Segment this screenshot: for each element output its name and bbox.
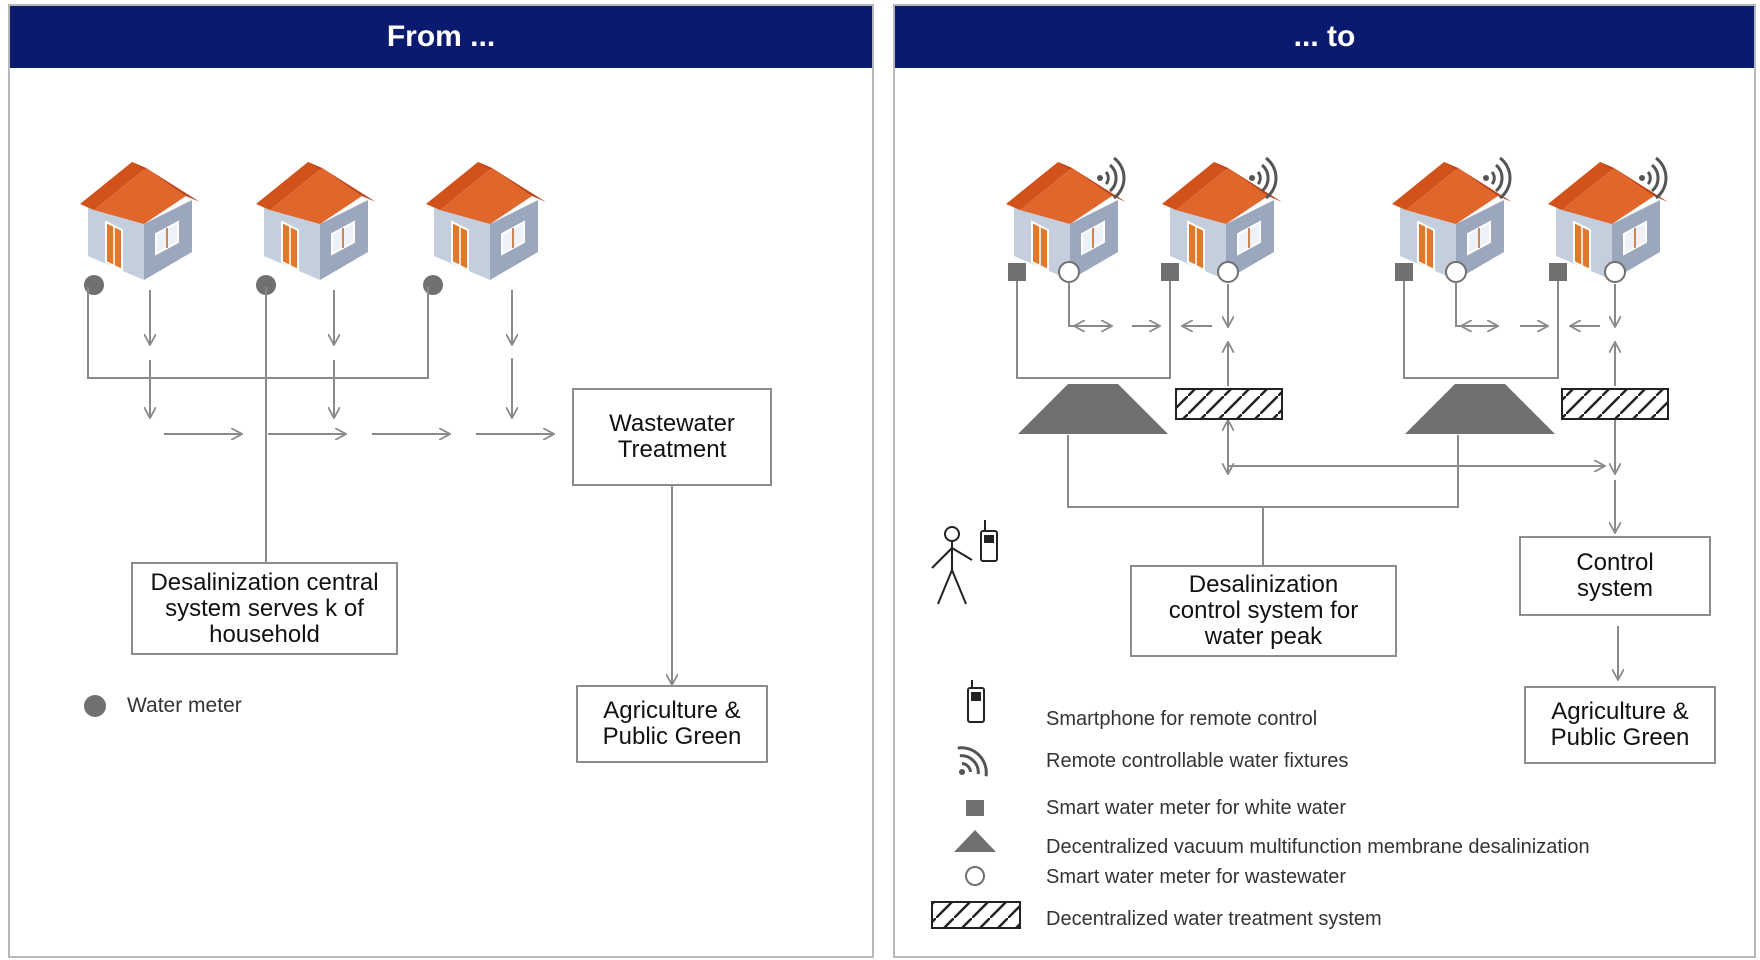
legend-smartphone-label: Smartphone for remote control xyxy=(1046,708,1318,730)
wastewater-meter-icon xyxy=(1217,261,1239,283)
left-connectors xyxy=(87,287,672,685)
house-icon xyxy=(79,161,201,281)
legend-treatment-icon xyxy=(931,901,1021,929)
legend-water-meter-icon xyxy=(84,695,106,717)
legend-water-meter-label: Water meter xyxy=(127,694,242,717)
right-arrows xyxy=(1074,284,1618,680)
wastewater-meter-icon xyxy=(1604,261,1626,283)
person-icon xyxy=(931,526,973,605)
legend-waste-meter-icon xyxy=(965,866,985,886)
legend-wifi-icon xyxy=(944,739,995,790)
legend-phone-icon xyxy=(967,680,985,723)
treatment-unit-icon xyxy=(1175,388,1283,420)
legend-white-meter-icon xyxy=(966,800,984,816)
to-panel-title: ... to xyxy=(895,6,1754,68)
desalinization-central-box: Desalinization central system serves k o… xyxy=(131,562,398,655)
legend-fixtures-label: Remote controllable water fixtures xyxy=(1046,750,1349,772)
from-panel-title: From ... xyxy=(10,6,872,68)
wastewater-treatment-box: Wastewater Treatment xyxy=(572,388,772,486)
right-connectors xyxy=(1016,281,1605,565)
wastewater-meter-icon xyxy=(1445,261,1467,283)
water-meter-icon xyxy=(423,275,443,295)
to-panel: ... to xyxy=(893,4,1756,958)
left-arrows xyxy=(150,290,554,434)
desalinization-control-box: Desalinization control system for water … xyxy=(1130,565,1397,657)
control-system-box: Control system xyxy=(1519,536,1711,616)
right-waste-meters xyxy=(1058,261,1626,283)
agriculture-box-left: Agriculture & Public Green xyxy=(576,685,768,763)
water-meter-icon xyxy=(256,275,276,295)
right-houses xyxy=(1005,161,1669,281)
house-icon xyxy=(255,161,377,281)
treatment-unit-icon xyxy=(1561,388,1669,420)
desalinization-unit-icon xyxy=(1018,384,1168,434)
right-white-meters xyxy=(1008,263,1567,281)
white-water-meter-icon xyxy=(1008,263,1026,281)
right-treatment-units xyxy=(1175,388,1669,420)
legend-desalinization-label: Decentralized vacuum multifunction membr… xyxy=(1046,836,1590,858)
wastewater-meter-icon xyxy=(1058,261,1080,283)
left-water-meters xyxy=(84,275,443,295)
right-desal-units xyxy=(1018,384,1555,434)
phone-icon xyxy=(980,520,998,562)
left-houses xyxy=(79,161,547,281)
white-water-meter-icon xyxy=(1395,263,1413,281)
desalinization-unit-icon xyxy=(1405,384,1555,434)
house-icon xyxy=(425,161,547,281)
legend-white-meter-label: Smart water meter for white water xyxy=(1046,797,1347,819)
legend-treatment-label: Decentralized water treatment system xyxy=(1046,908,1382,930)
house-icon xyxy=(1161,161,1283,281)
white-water-meter-icon xyxy=(1549,263,1567,281)
legend-waste-meter-label: Smart water meter for wastewater xyxy=(1046,866,1347,888)
white-water-meter-icon xyxy=(1161,263,1179,281)
agriculture-box-right: Agriculture & Public Green xyxy=(1524,686,1716,764)
legend-desalinization-icon xyxy=(954,830,996,852)
